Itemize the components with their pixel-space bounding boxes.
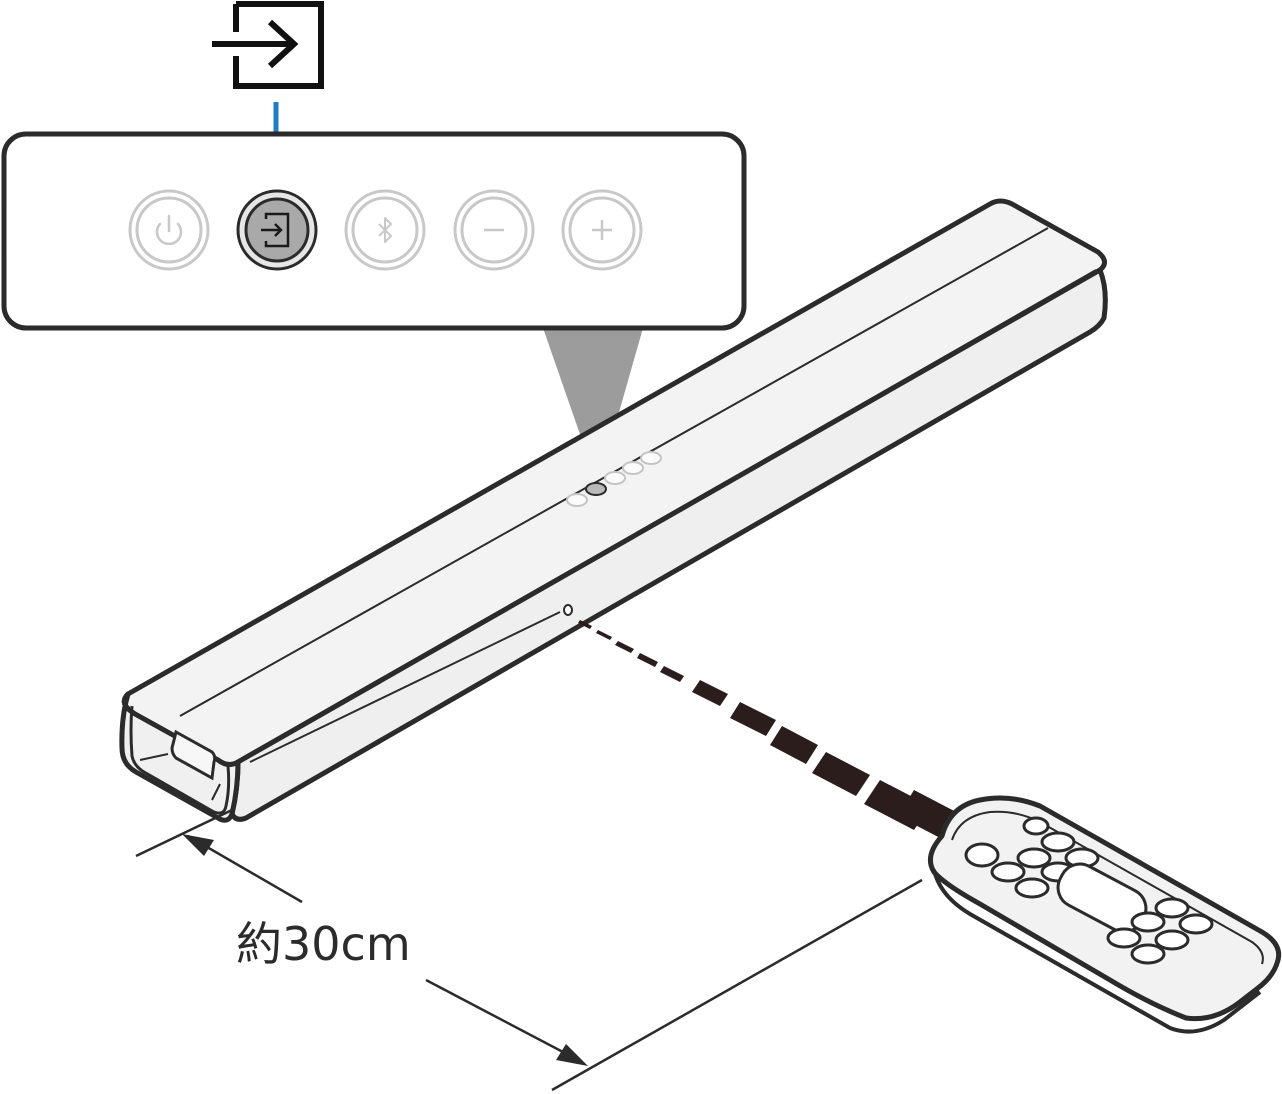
- extension-line-remote: [551, 878, 923, 1092]
- remote-control: [927, 795, 1282, 1034]
- callout-input-icon: [212, 1, 324, 89]
- arrowhead-right: [556, 1044, 588, 1066]
- bluetooth-icon: [378, 217, 392, 243]
- input-icon: [261, 212, 290, 248]
- distance-label: 約30cm: [236, 917, 411, 971]
- remote-buttons: [964, 816, 1214, 965]
- soundbar: [119, 198, 1108, 823]
- arrowhead-left: [182, 834, 214, 856]
- top-panel-callout: [1, 131, 747, 331]
- power-button: [128, 189, 210, 271]
- soundbar-end-port: [170, 729, 217, 781]
- projection-cone: [543, 328, 643, 486]
- extension-line-soundbar: [135, 808, 233, 858]
- ir-beam: [578, 620, 960, 840]
- input-button: [236, 189, 318, 271]
- mini-input-button: [585, 482, 607, 496]
- soundbar-top-line-2: [243, 269, 1097, 759]
- remote-input-button: [964, 842, 1000, 868]
- mini-volume-down-button: [622, 461, 644, 475]
- ir-sensor: [563, 604, 573, 616]
- volume-down-button: [453, 189, 535, 271]
- mini-power-button: [566, 493, 588, 507]
- mini-bluetooth-button: [604, 471, 626, 485]
- soundbar-ir-window: [249, 611, 561, 763]
- remote-power-button: [1022, 816, 1050, 836]
- soundbar-front-face: [229, 267, 1108, 822]
- bluetooth-button: [344, 189, 426, 271]
- volume-up-button: [561, 189, 643, 271]
- dimension-line-right: [425, 978, 583, 1064]
- soundbar-top-buttons: [566, 451, 662, 507]
- plus-icon: [592, 220, 612, 240]
- mini-volume-up-button: [640, 451, 662, 465]
- power-icon: [155, 214, 183, 246]
